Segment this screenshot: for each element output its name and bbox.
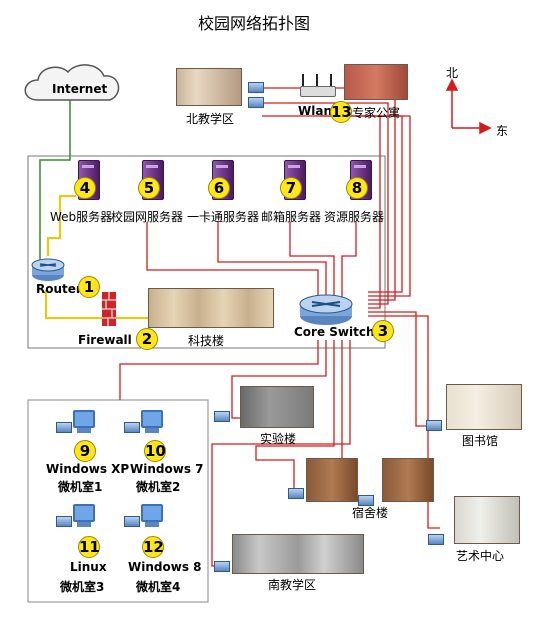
badge-2: 2 (136, 328, 158, 350)
server-label-web: Web服务器 (50, 210, 113, 224)
building-label-dormitory: 宿舍楼 (352, 506, 389, 520)
switch-icon (288, 488, 304, 499)
switch-icon (428, 534, 444, 545)
lab4-os-label: Windows 8 (128, 560, 202, 574)
compass-east-label: 东 (496, 124, 509, 138)
switch-icon (358, 495, 374, 506)
switch-icon (214, 411, 230, 422)
pc-icon (56, 504, 95, 530)
badge-11: 11 (78, 536, 100, 558)
lab4-room-label: 微机室4 (136, 580, 181, 594)
badge-9: 9 (74, 440, 96, 462)
server-label-card: 一卡通服务器 (187, 210, 260, 224)
tech-building-image (148, 288, 274, 328)
switch-icon (214, 561, 230, 572)
north-teaching-building-image (176, 68, 242, 106)
switch-icon (248, 82, 264, 93)
core-switch-label: Core Switch (294, 325, 375, 339)
wlan-access-point-icon (300, 74, 336, 97)
library-image (446, 384, 522, 430)
building-label-tech: 科技楼 (188, 334, 225, 348)
server-label-campus: 校园网服务器 (111, 210, 184, 224)
data-center-frame (27, 155, 386, 349)
wlan-label: Wlan (298, 104, 332, 118)
server-label-mail: 邮箱服务器 (261, 210, 322, 224)
switch-icon (248, 97, 264, 108)
dormitory-image-2 (382, 458, 434, 502)
building-label-experiment: 实验楼 (260, 432, 297, 446)
lab3-room-label: 微机室3 (60, 580, 105, 594)
lab1-os-label: Windows XP (46, 462, 130, 476)
internet-label: Internet (52, 82, 108, 96)
badge-7: 7 (280, 177, 302, 199)
firewall-label: Firewall (78, 333, 132, 347)
dormitory-image-1 (306, 458, 358, 502)
building-label-expert-apartment: 专家公寓 (352, 106, 401, 120)
badge-6: 6 (208, 177, 230, 199)
building-label-south-teaching: 南教学区 (268, 578, 317, 592)
lab2-room-label: 微机室2 (136, 480, 181, 494)
core-switch-icon (299, 294, 353, 325)
building-label-library: 图书馆 (462, 434, 499, 448)
lab-frame (27, 399, 209, 603)
art-center-image (454, 496, 520, 544)
lan-links (45, 195, 150, 319)
badge-5: 5 (138, 177, 160, 199)
lab2-os-label: Windows 7 (130, 462, 204, 476)
pc-icon (56, 410, 95, 436)
badge-13: 13 (330, 101, 352, 123)
lab1-room-label: 微机室1 (58, 480, 103, 494)
compass-north-label: 北 (446, 66, 459, 80)
experiment-building-image (240, 386, 314, 428)
router-icon (31, 258, 65, 281)
pc-icon (124, 410, 163, 436)
page-title: 校园网络拓扑图 (198, 14, 311, 33)
badge-4: 4 (74, 177, 96, 199)
badge-12: 12 (142, 536, 164, 558)
expert-apartment-image (344, 64, 408, 100)
building-label-art-center: 艺术中心 (456, 549, 505, 563)
switch-icon (426, 420, 442, 431)
server-label-resource: 资源服务器 (324, 210, 385, 224)
firewall-icon (102, 292, 116, 326)
badge-1: 1 (78, 276, 100, 298)
lab3-os-label: Linux (70, 560, 107, 574)
pc-icon (124, 504, 163, 530)
building-label-north-teaching: 北教学区 (186, 112, 235, 126)
internet-router-link (39, 100, 71, 262)
internet-cloud-icon (24, 64, 120, 101)
badge-8: 8 (346, 177, 368, 199)
badge-10: 10 (144, 440, 166, 462)
south-teaching-building-image (232, 534, 364, 574)
badge-3: 3 (372, 320, 394, 342)
compass-arrows (445, 78, 492, 135)
router-label: Router (36, 282, 82, 296)
